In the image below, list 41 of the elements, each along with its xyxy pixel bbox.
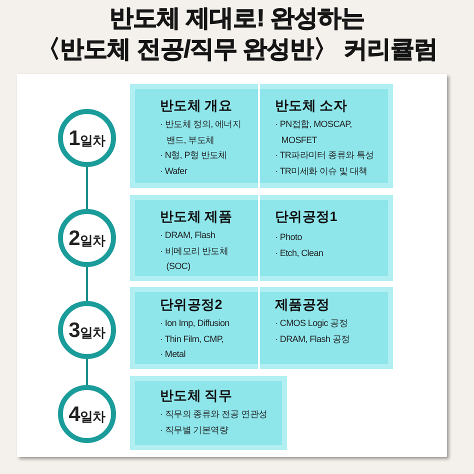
- day-label: 2일차: [68, 228, 106, 248]
- connector-line: [86, 359, 88, 385]
- topic-heading: 단위공정2: [160, 296, 222, 314]
- bullet-item: · N형, P형 반도체: [160, 149, 227, 162]
- topic-card: [259, 89, 388, 183]
- connector-line: [86, 267, 88, 301]
- topic-card: [135, 89, 259, 183]
- topic-heading: 반도체 소자: [275, 97, 347, 115]
- bullet-item: · 직무별 기본역량: [160, 424, 228, 436]
- title: 반도체 제대로! 완성하는 〈반도체 전공/직무 완성반〉 커리큘럼: [36, 4, 438, 65]
- bullet-item: · Thin Film, CMP,: [160, 332, 224, 346]
- bullet-item: · DRAM, Flash: [160, 229, 216, 242]
- bullet-item: · Photo: [275, 231, 303, 244]
- bullet-item: · Ion Imp, Diffusion: [160, 317, 230, 330]
- curriculum-panel: [130, 84, 393, 188]
- curriculum-panel: [130, 287, 393, 369]
- bullet-item: · PN접합, MOSCAP, MOSFET: [275, 118, 353, 146]
- day-label: 1일차: [68, 128, 106, 148]
- bullet-item: · CMOS Logic 공정: [275, 317, 348, 330]
- topic-card: [135, 200, 259, 276]
- topic-heading: 반도체 직무: [160, 387, 232, 405]
- topic-heading: 반도체 개요: [160, 97, 232, 115]
- bullet-item: · Etch, Clean: [275, 246, 324, 260]
- connector-line: [86, 167, 88, 209]
- topic-card: [259, 292, 388, 364]
- bullet-item: · 반도체 정의, 에너지 밴드, 부도체: [160, 118, 242, 146]
- bullet-item: · 직무의 종류와 전공 연관성: [160, 408, 268, 421]
- topic-card: [259, 200, 388, 276]
- curriculum-panel: [130, 195, 393, 281]
- topic-card: [135, 292, 259, 364]
- topic-heading: 제품공정: [275, 296, 330, 314]
- day-label: 3일차: [68, 320, 106, 340]
- topic-heading: 반도체 제품: [160, 208, 232, 226]
- bullet-item: · DRAM, Flash 공정: [275, 332, 350, 346]
- day-label: 4일차: [68, 404, 106, 424]
- bullet-item: · TR미세화 이슈 및 대책: [275, 164, 368, 178]
- bullet-item: · 비메모리 반도체 (SOC): [160, 244, 229, 273]
- topic-heading: 단위공정1: [275, 208, 338, 226]
- bullet-item: · TR파라미터 종류와 특성: [275, 149, 374, 162]
- bullet-item: · Metal: [160, 348, 186, 361]
- bullet-item: · Wafer: [160, 164, 188, 178]
